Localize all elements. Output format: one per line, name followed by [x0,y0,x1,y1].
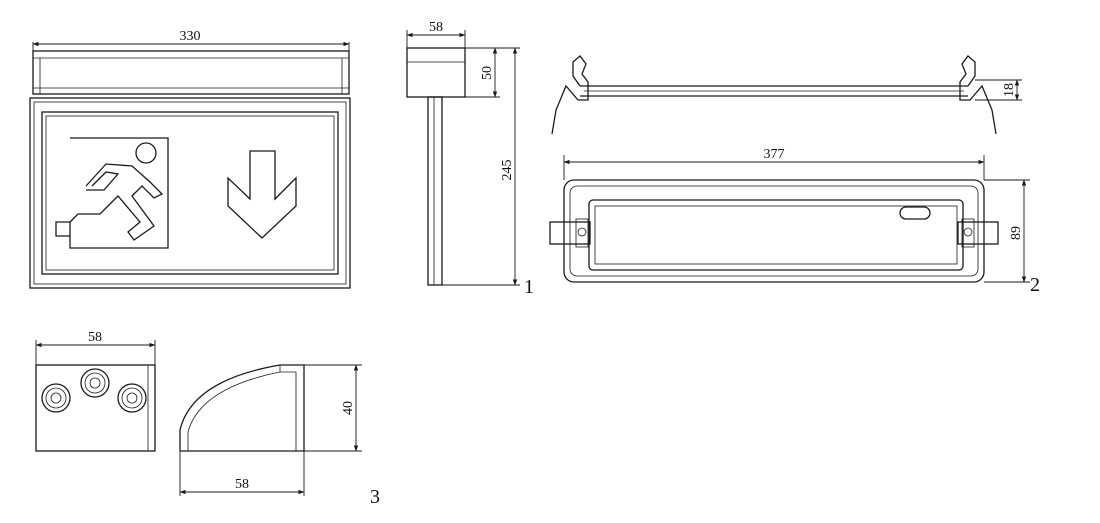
dim-total-height-label: 245 [500,160,515,181]
dim-base-height: 89 [984,179,1030,283]
dim-cap-profile-width: 58 [179,451,305,496]
view-label-2: 2 [1030,274,1040,296]
view-label-3: 3 [370,486,380,508]
view1-front: 330 [29,29,351,289]
sign-panel [29,97,351,289]
view3-cap-front: 58 [35,330,156,452]
dim-base-length-label: 377 [764,147,785,162]
cap-hole-right [117,383,147,413]
dim-side-depth-label: 58 [429,20,443,35]
dim-total-height: 245 [442,47,520,286]
view2-side-profile: 18 [551,55,1022,135]
dim-side-height: 50 [465,47,500,98]
dim-cap-height-label: 40 [341,401,356,415]
dim-base-thickness: 18 [975,79,1022,101]
dim-cap-width-label: 58 [88,330,102,345]
dim-side-height-label: 50 [480,66,495,80]
view3-cap-profile: 58 40 3 [179,364,380,508]
arrow-down-icon [227,150,297,239]
cap-hole-center [80,368,110,398]
dim-cap-width: 58 [35,330,156,365]
dim-base-thickness-label: 18 [1002,83,1017,97]
view1-side: 58 50 245 1 [406,20,534,298]
mount-bar [32,50,350,95]
dim-side-depth: 58 [406,20,466,48]
view-label-1: 1 [524,276,534,298]
dim-sign-width-label: 330 [180,29,201,44]
running-man-icon [55,137,169,249]
dim-cap-profile-width-label: 58 [235,477,249,492]
dim-sign-width: 330 [32,29,350,58]
dim-base-length: 377 [563,147,985,180]
view2-bottom: 377 89 2 [549,147,1040,296]
dim-cap-height: 40 [304,364,362,452]
cap-hole-left [41,383,71,413]
dim-base-height-label: 89 [1009,226,1024,240]
